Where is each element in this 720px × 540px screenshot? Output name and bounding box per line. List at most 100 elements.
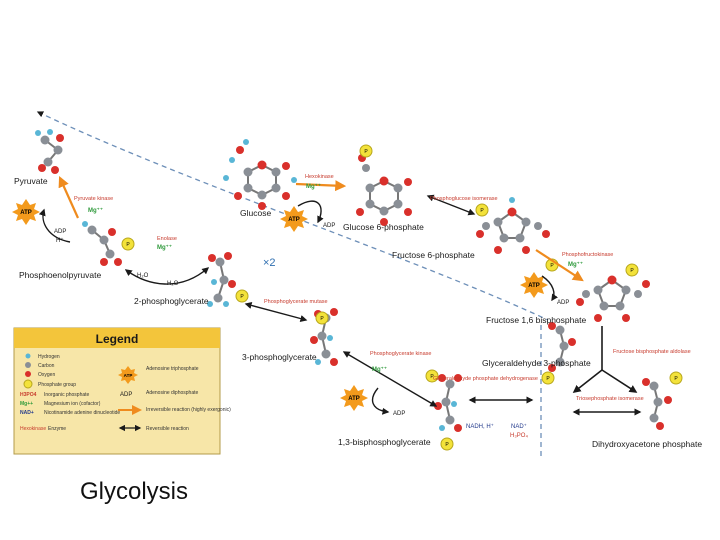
enzyme-enolase: Enolase — [157, 236, 177, 242]
label-glyceraldehyde-3-phosphate: Glyceraldehyde 3-phosphate — [482, 358, 591, 368]
svg-text:P: P — [550, 263, 554, 269]
arrow-atp-loop-pgk — [371, 387, 390, 415]
1,3-bisphosphoglycerate-molecule — [434, 374, 462, 432]
legend-adp-label: Adenosine diphosphate — [146, 390, 198, 396]
arrow-hexokinase — [295, 180, 347, 192]
label-h-pk: H⁺ — [56, 237, 64, 244]
svg-text:ATP: ATP — [348, 396, 360, 402]
svg-text:ATP: ATP — [528, 283, 540, 289]
svg-text:P: P — [364, 149, 368, 155]
legend-mg-label: Magnesium ion (cofactor) — [44, 401, 101, 407]
legend-h3po4-label: Inorganic phosphate — [44, 392, 90, 398]
label-dihydroxyacetone-phosphate: Dihydroxyacetone phosphate — [592, 439, 702, 449]
2-phosphoglycerate-molecule — [207, 252, 236, 307]
arrow-gpi — [426, 194, 476, 216]
label-h2o-right: H₂O — [167, 281, 179, 287]
label-3-phosphoglycerate: 3-phosphoglycerate — [242, 352, 317, 362]
legend-phosphate-label: Phosphate group — [38, 382, 76, 388]
svg-text:P: P — [445, 442, 449, 448]
label-mg-pfk: Mg⁺⁺ — [568, 261, 583, 268]
svg-text:ATP: ATP — [124, 373, 133, 378]
label-glucose-6-phosphate: Glucose 6-phosphate — [343, 222, 424, 232]
reaction-arrows — [38, 175, 642, 416]
phosphoenolpyruvate-molecule — [82, 221, 122, 266]
label-1,3-bisphosphoglycerate: 1,3-bisphosphoglycerate — [338, 437, 431, 447]
enzyme-triosephosphate-isomerase: Triosephosphate isomerase — [576, 396, 644, 402]
svg-text:P: P — [240, 294, 244, 300]
label-mg-enolase: Mg⁺⁺ — [157, 244, 172, 251]
glucose-molecule — [223, 139, 297, 210]
label-mg-pgk: Mg⁺⁺ — [372, 366, 387, 373]
legend-h3po4-key: H3PO4 — [20, 392, 37, 398]
fructose-6-phosphate-molecule — [476, 197, 550, 254]
svg-text:P: P — [674, 376, 678, 382]
label-h3po4: H₃PO₄ — [510, 433, 528, 439]
enzyme-phosphoglucose-isomerase: Phosphoglucose isomerase — [430, 196, 498, 202]
legend-oxygen-label: Oxygen — [38, 372, 55, 378]
pyruvate-molecule — [35, 129, 64, 174]
legend-adp-key: ADP — [120, 392, 132, 398]
label-adp-hexokinase: ADP — [323, 223, 335, 229]
legend-nad-label: Nicotinamide adenine dinucleotide — [44, 410, 120, 416]
legend-enzyme-label: Enzyme — [48, 426, 66, 432]
label-h2o-left: H₂O — [137, 273, 149, 279]
enzyme-phosphofructokinase: Phosphofructokinase — [562, 252, 613, 258]
arrow-pgm — [244, 302, 308, 322]
label-fructose-1,6-bisphosphate: Fructose 1,6 bisphosphate — [486, 315, 586, 325]
slide-caption: Glycolysis — [80, 478, 189, 505]
label-2-phosphoglycerate: 2-phosphoglycerate — [134, 296, 209, 306]
enzyme-aldolase: Fructose bisphosphate aldolase — [613, 349, 691, 355]
arrow-atp-loop-hexokinase — [297, 200, 324, 224]
legend-irreversible-label: Irreversible reaction (highly exergonic) — [146, 407, 231, 413]
label-adp-pfk: ADP — [557, 300, 569, 306]
legend-hydrogen-label: Hydrogen — [38, 354, 60, 360]
legend-enzyme-key: Hexokinase — [20, 426, 46, 432]
label-glucose: Glucose — [240, 208, 271, 218]
legend-title: Legend — [96, 332, 139, 346]
legend-atp-label: Adenosine triphosphate — [146, 366, 199, 372]
glyceraldehyde-3-phosphate-molecule — [548, 322, 576, 372]
label-times-two: ×2 — [263, 257, 276, 269]
label-fructose-6-phosphate: Fructose 6-phosphate — [392, 250, 475, 260]
label-nad: NAD⁺ — [511, 423, 527, 430]
arrow-pfk — [535, 249, 584, 282]
svg-text:P: P — [546, 376, 550, 382]
label-phosphoenolpyruvate: Phosphoenolpyruvate — [19, 270, 102, 280]
enzyme-hexokinase: Hexokinase — [305, 174, 334, 180]
legend-carbon-swatch — [25, 362, 31, 368]
svg-text:ATP: ATP — [20, 210, 32, 216]
arrow-aldolase-right — [601, 369, 638, 393]
fructose-1,6-bisphosphate-molecule — [576, 275, 650, 322]
legend-oxygen-swatch — [25, 371, 31, 377]
glucose-6-phosphate-molecule — [356, 154, 412, 226]
label-adp-pk: ADP — [54, 229, 66, 235]
legend-carbon-label: Carbon — [38, 363, 55, 369]
enzyme-phosphoglycerate-mutase: Phosphoglycerate mutase — [264, 299, 328, 305]
enzyme-gapdh: Glyceraldehyde phosphate dehydrogenase — [433, 376, 538, 382]
arrow-aldolase-left — [572, 369, 603, 393]
label-mg-hexokinase: Mg⁺⁺ — [306, 183, 321, 190]
label-mg-pk: Mg⁺⁺ — [88, 207, 103, 214]
enzyme-pyruvate-kinase: Pyruvate kinase — [74, 196, 113, 202]
dihydroxyacetone-phosphate-molecule — [642, 378, 672, 430]
arrow-pgk — [342, 351, 438, 407]
label-nadh: NADH, H⁺ — [466, 423, 494, 430]
svg-text:ATP: ATP — [288, 217, 300, 223]
svg-text:P: P — [630, 268, 634, 274]
legend-nad-key: NAD+ — [20, 410, 34, 416]
legend-phosphate-swatch — [23, 379, 33, 389]
arrow-enolase — [124, 267, 210, 285]
label-adp-pgk: ADP — [393, 411, 405, 417]
arrow-atp-loop-pk — [38, 208, 71, 243]
enzyme-phosphoglycerate-kinase: Phosphoglycerate kinase — [370, 351, 431, 357]
legend-reversible-label: Reversible reaction — [146, 426, 189, 432]
arrow-pep-to-pyruvate — [58, 175, 80, 219]
arrow-atp-loop-pfk — [541, 275, 559, 302]
legend: Legend Hydrogen Carbon Oxygen Phosphate … — [13, 327, 231, 455]
svg-text:P: P — [480, 208, 484, 214]
legend-mg-key: Mg++ — [20, 401, 33, 407]
legend-hydrogen-swatch — [25, 353, 31, 359]
svg-text:P: P — [126, 242, 130, 248]
